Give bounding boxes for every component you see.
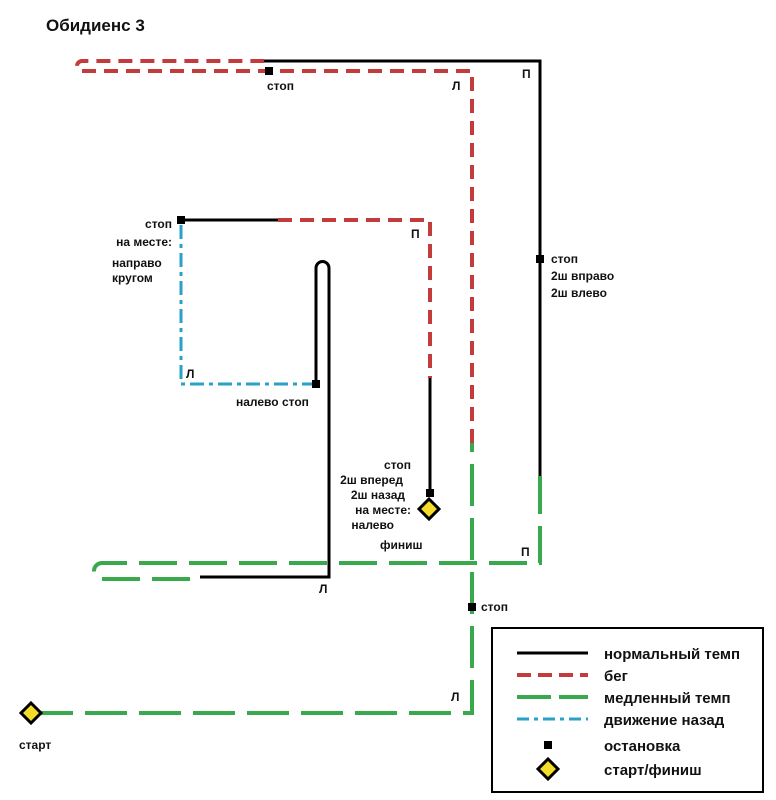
stop-top-label: стоп (267, 79, 294, 93)
stop-marker-finish (426, 489, 434, 497)
stop-marker-left (312, 380, 320, 388)
run-segment-middle (278, 218, 432, 378)
run-segment-top (75, 59, 474, 443)
turn-top-normal: П (522, 67, 531, 81)
turn-bottom-left-slow: Л (451, 690, 459, 704)
stop-finish-label-1: стоп (384, 458, 411, 472)
start-finish-markers (18, 496, 442, 726)
stop-finish-label-3: 2ш назад (351, 488, 406, 502)
legend-stop-sample (544, 741, 552, 749)
normal-pace-segments (181, 59, 542, 579)
about-turn-label-2: кругом (112, 271, 153, 285)
slow-segment-bottom-loop (92, 476, 542, 581)
finish-label: финиш (380, 538, 423, 552)
about-turn-label-1: направо (112, 256, 162, 270)
stop-marker-right (536, 255, 544, 263)
stop-mid-label-1: стоп (145, 217, 172, 231)
stop-right-label-3: 2ш влево (551, 286, 607, 300)
normal-segment-top-right (264, 59, 542, 476)
legend-box (491, 627, 764, 793)
normal-segment-hairpin (200, 260, 331, 579)
finish-diamond (416, 496, 442, 522)
turn-right-slow: П (521, 545, 530, 559)
start-diamond (18, 700, 44, 726)
turn-top-run: Л (452, 79, 460, 93)
legend-slow-label: медленный темп (604, 690, 731, 707)
run-segments (75, 59, 474, 443)
legend: нормальный темп бег медленный темп движе… (491, 627, 764, 793)
stop-finish-label-5: налево (351, 518, 394, 532)
legend-startfinish-sample (535, 756, 561, 782)
backward-segments (179, 220, 316, 386)
diagram-title: Обидиенс 3 (46, 16, 145, 35)
turn-indicators: Л П П Л Л П Л (186, 67, 531, 704)
legend-stop-label: остановка (604, 738, 681, 755)
stop-finish-label-2: 2ш вперед (340, 473, 403, 487)
turn-mid-run: П (411, 227, 420, 241)
stop-mid-label-2: на месте: (116, 235, 172, 249)
stop-lower-label: стоп (481, 600, 508, 614)
backward-segment (179, 220, 316, 386)
left-stop-label: налево стоп (236, 395, 309, 409)
legend-normal-label: нормальный темп (604, 646, 740, 663)
legend-back-label: движение назад (604, 712, 725, 729)
turn-blue-corner: Л (186, 367, 194, 381)
slow-segment-start (31, 443, 474, 715)
stop-marker-lower (468, 603, 476, 611)
slow-pace-segments (31, 443, 542, 715)
stop-finish-label-4: на месте: (355, 503, 411, 517)
turn-bottom-normal: Л (319, 582, 327, 596)
legend-run-label: бег (604, 668, 628, 685)
annotations: старт финиш стоп стоп на месте: направо … (19, 79, 614, 752)
stop-markers (177, 67, 544, 611)
stop-marker-top (265, 67, 273, 75)
stop-right-label-2: 2ш вправо (551, 269, 614, 283)
stop-marker-mid (177, 216, 185, 224)
stop-right-label-1: стоп (551, 252, 578, 266)
legend-startfinish-label: старт/финиш (604, 762, 702, 779)
start-label: старт (19, 738, 51, 752)
